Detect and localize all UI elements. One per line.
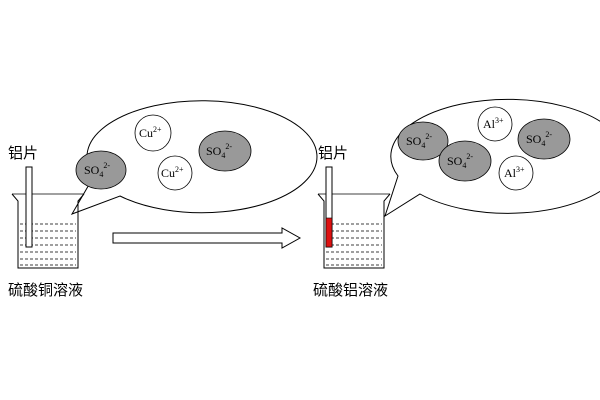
ion-aluminum: Al3+ bbox=[477, 106, 513, 142]
svg-text:Al3+: Al3+ bbox=[504, 165, 525, 180]
right-beaker bbox=[317, 193, 391, 269]
ion-copper: Cu2+ bbox=[134, 114, 172, 152]
left-strip-label: 铝片 bbox=[8, 144, 38, 162]
ion-sulfate: SO42- bbox=[397, 121, 449, 161]
svg-text:SO42-: SO42- bbox=[447, 152, 473, 170]
svg-text:Cu2+: Cu2+ bbox=[161, 165, 184, 180]
left-solution-label: 硫酸铜溶液 bbox=[8, 281, 83, 299]
svg-text:Al3+: Al3+ bbox=[483, 116, 504, 131]
svg-text:Cu2+: Cu2+ bbox=[139, 125, 162, 140]
left-bubble bbox=[70, 100, 318, 215]
ion-sulfate: SO42- bbox=[198, 130, 252, 172]
copper-deposit bbox=[325, 217, 333, 248]
ion-aluminum: Al3+ bbox=[498, 155, 534, 191]
svg-text:SO42-: SO42- bbox=[206, 142, 232, 160]
ion-sulfate: SO42- bbox=[517, 118, 571, 160]
svg-text:SO42-: SO42- bbox=[526, 130, 552, 148]
right-solution-label: 硫酸铝溶液 bbox=[313, 281, 388, 299]
right-strip-label: 铝片 bbox=[318, 144, 348, 162]
ion-sulfate: SO42- bbox=[75, 150, 127, 190]
ion-sulfate: SO42- bbox=[438, 140, 492, 182]
reaction-arrow bbox=[112, 227, 302, 249]
ion-copper: Cu2+ bbox=[157, 155, 193, 191]
left-liquid bbox=[20, 223, 76, 266]
ion-layer: SO42- Cu2+ Cu2+ SO42- SO42- Al3+ SO42- bbox=[75, 106, 571, 191]
left-aluminum-strip bbox=[25, 166, 33, 248]
svg-text:SO42-: SO42- bbox=[84, 161, 110, 179]
right-liquid bbox=[326, 223, 382, 266]
left-beaker bbox=[11, 193, 85, 269]
left-panel: 铝片 硫酸铜溶液 bbox=[8, 100, 318, 299]
svg-text:SO42-: SO42- bbox=[406, 132, 432, 150]
